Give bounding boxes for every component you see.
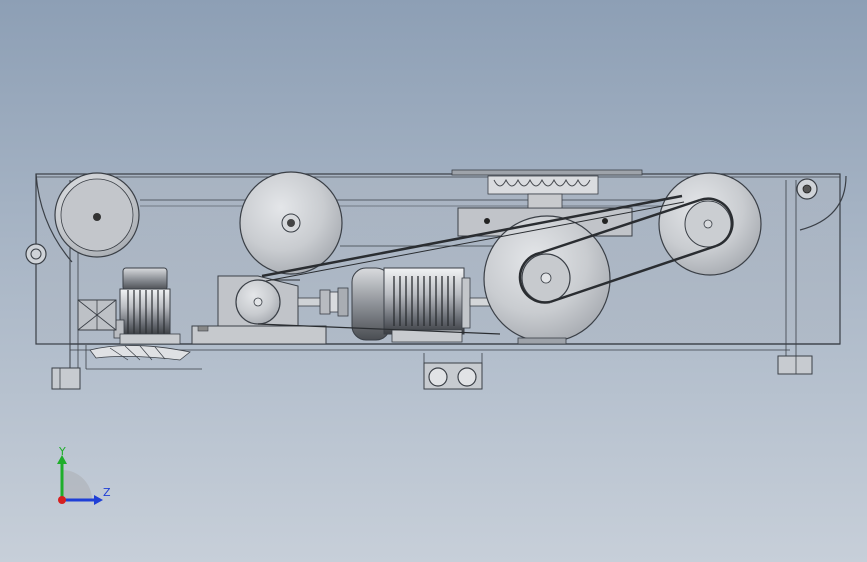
upper-shaft-housing [527, 193, 563, 209]
mounting-feet [51, 353, 813, 390]
bracket-pulley-bore [253, 297, 263, 307]
left-chute [35, 173, 73, 263]
right-hook-inner [802, 184, 812, 194]
cross-bracket [77, 299, 117, 331]
triad-y-arrow [57, 455, 67, 464]
v-belt-upper [261, 194, 685, 282]
motor-small[interactable] [85, 267, 202, 370]
left-hook-inner [30, 248, 42, 260]
triad-quadrant [62, 470, 92, 500]
upper-bracket-bolt-1 [484, 218, 490, 224]
motor-small-fins [127, 290, 165, 334]
foot-center-hole-1 [428, 367, 448, 387]
pulley-right[interactable] [658, 172, 762, 276]
triad-y-label: Y [58, 445, 66, 458]
tension-bracket[interactable] [191, 275, 327, 345]
triad-x-axis [58, 496, 66, 504]
shaft-left [297, 297, 323, 307]
motor-main-foot [391, 329, 463, 343]
foot-left [51, 367, 81, 390]
tension-bracket-base [191, 325, 327, 345]
v-belt-right [518, 197, 734, 304]
v-belt-lower [257, 279, 501, 335]
triad-z-arrow [94, 495, 103, 505]
right-chute [799, 175, 847, 231]
fan-blade-lines [109, 345, 166, 361]
upper-bracket-bolt-2 [602, 218, 608, 224]
foot-right [777, 355, 813, 375]
upper-spring [493, 178, 591, 187]
pulley-small-center[interactable] [521, 253, 571, 303]
orientation-triad[interactable]: Y Z [57, 445, 111, 505]
left-hook [25, 243, 47, 265]
fan-blade [89, 345, 191, 361]
coupling-1 [319, 289, 331, 315]
idler-pulley-left-hub [93, 213, 101, 221]
idler-pulley-left[interactable] [54, 172, 140, 258]
pulley-large-base [517, 337, 567, 345]
motor-main[interactable] [297, 267, 497, 343]
motor-main-fins [393, 276, 455, 326]
coupling-3 [337, 287, 349, 317]
triad-z-label: Z [103, 486, 111, 499]
motor-small-mount [119, 333, 181, 345]
motor-main-front [461, 277, 471, 329]
foot-center-hole-2 [457, 367, 477, 387]
bracket-pin [197, 325, 209, 332]
coupling-2 [329, 291, 339, 313]
pulley-upper[interactable] [239, 171, 343, 275]
motor-small-cap [122, 267, 168, 291]
pulley-right-bore [703, 219, 713, 229]
top-plate [451, 169, 643, 176]
pulley-upper-bore [287, 219, 295, 227]
pulley-small-center-bore [540, 272, 552, 284]
